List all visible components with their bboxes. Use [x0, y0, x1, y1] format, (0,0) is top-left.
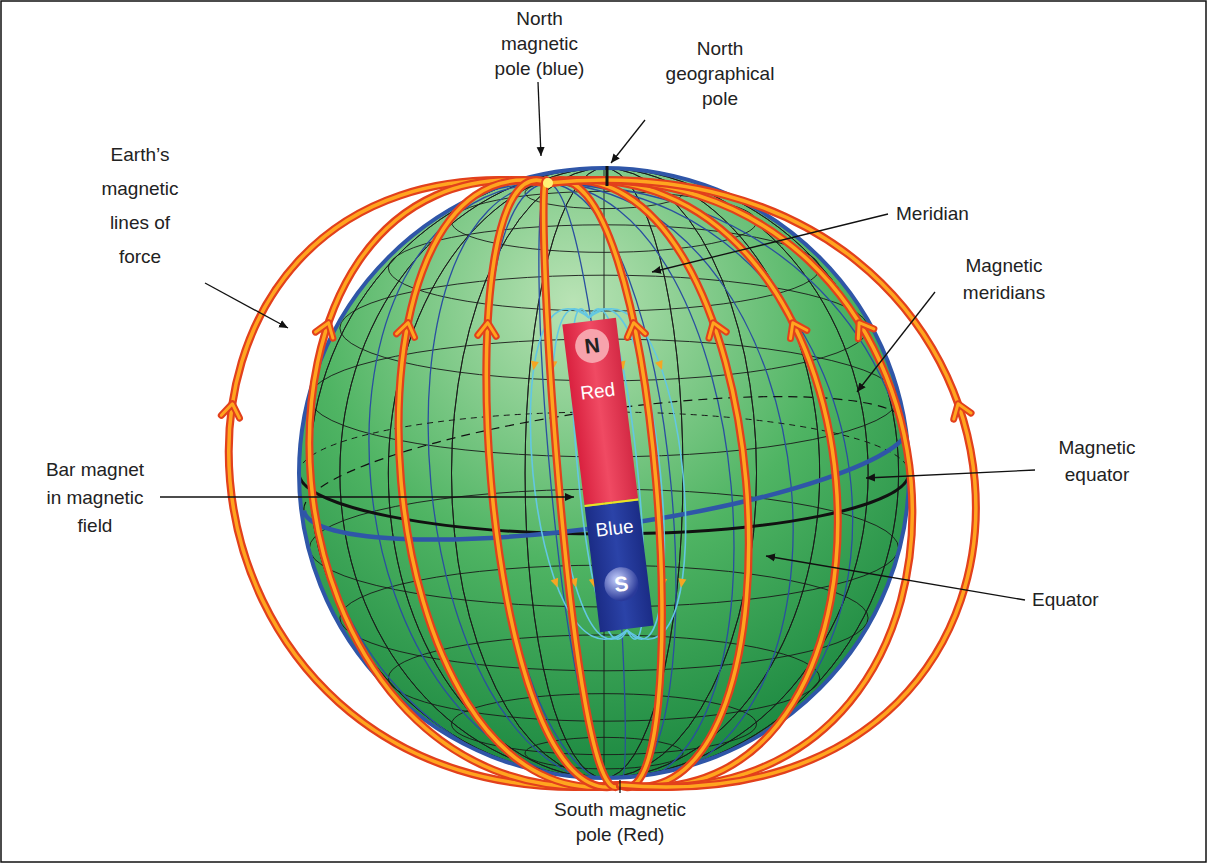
field-arrow-core: [709, 323, 726, 338]
field-arrow-core: [478, 323, 496, 337]
leader-line: [619, 780, 620, 793]
meridian-line: [340, 168, 868, 778]
pole-color: Red: [570, 377, 626, 405]
field-line-core: [548, 180, 912, 787]
field-line-core: [548, 180, 662, 787]
field-arrow-outer: [478, 323, 496, 337]
magnet-field-arrow: [551, 578, 559, 588]
pole-letter: S: [602, 565, 640, 603]
earth-field-lines: [221, 180, 976, 787]
callout-label: Earth’s magnetic lines of force: [90, 138, 190, 274]
leader-line: [160, 496, 574, 497]
callout-label: North magnetic pole (blue): [482, 6, 597, 81]
field-line-outer: [548, 180, 749, 787]
field-arrow-core: [790, 323, 806, 339]
callout-label: Bar magnet in magnetic field: [39, 456, 151, 540]
callout-label: Equator: [1032, 588, 1132, 612]
callout-label: North geographical pole: [655, 36, 785, 111]
magnet-field-arrow: [655, 360, 663, 370]
field-arrow-core: [954, 404, 971, 419]
magnet-field-arrow: [678, 578, 686, 588]
magnetic-pole-mark: [543, 178, 553, 188]
field-arrow-outer: [709, 323, 726, 338]
field-arrow-core: [627, 323, 645, 338]
field-line-outer: [548, 180, 662, 787]
field-line-outer: [548, 180, 912, 787]
field-arrow-core: [316, 323, 333, 338]
field-line-core: [548, 180, 749, 787]
field-arrow-outer: [316, 323, 333, 338]
field-line-outer: [548, 180, 976, 787]
pole-letter: N: [573, 327, 611, 365]
leader-line: [205, 283, 288, 328]
field-line-core: [229, 180, 620, 787]
leader-line: [766, 556, 1025, 600]
field-line-outer: [309, 180, 620, 787]
field-arrow-outer: [858, 323, 874, 339]
leader-line: [611, 120, 645, 163]
geographic-pole-mark: [606, 166, 609, 186]
field-arrow-core: [397, 323, 415, 338]
field-arrow-core: [858, 323, 874, 339]
field-line-core: [548, 180, 976, 787]
field-arrow-core: [221, 404, 239, 418]
leader-lines: [160, 82, 1035, 793]
field-line-outer: [548, 180, 838, 787]
magnet-field-arrow: [531, 361, 539, 371]
leader-line: [538, 82, 541, 156]
field-line-outer: [229, 180, 620, 787]
callout-label: South magnetic pole (Red): [534, 797, 706, 847]
callout-label: Magnetic equator: [1042, 434, 1152, 488]
leader-line: [857, 292, 935, 392]
field-line-core: [309, 180, 620, 787]
field-arrow-outer: [790, 323, 806, 339]
field-arrow-outer: [397, 323, 415, 338]
meridian-line: [340, 168, 868, 778]
field-arrow-outer: [627, 323, 645, 338]
pole-color: Blue: [586, 514, 642, 542]
callout-label: Meridian: [896, 202, 1006, 226]
field-arrow-outer: [221, 404, 239, 418]
callout-label: Magnetic meridians: [948, 252, 1060, 306]
magnetic-meridian: [548, 183, 734, 785]
leader-line: [866, 470, 1035, 478]
field-line-core: [548, 180, 838, 787]
leader-line: [652, 214, 888, 272]
field-arrow-outer: [954, 404, 971, 419]
